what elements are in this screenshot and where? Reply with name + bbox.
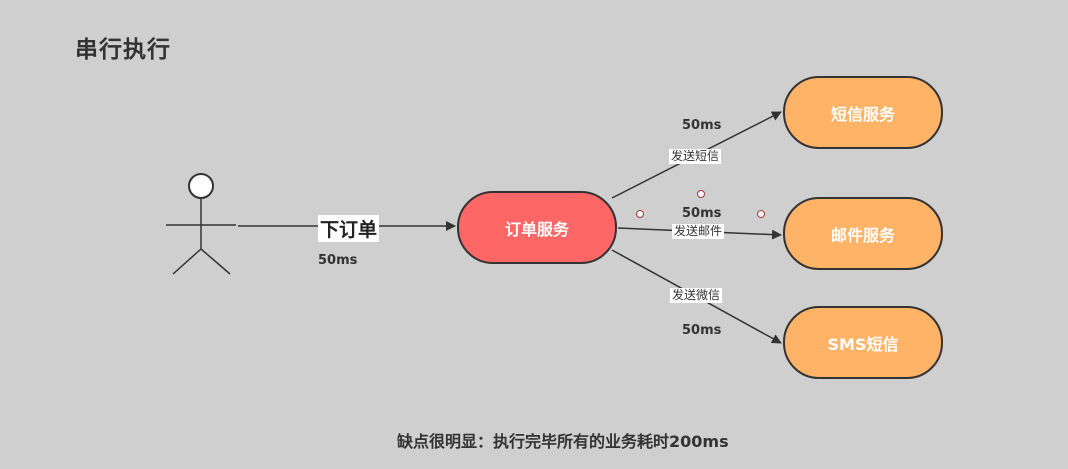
edge-label-send-mail: 发送邮件 — [672, 224, 725, 239]
footer-note: 缺点很明显：执行完毕所有的业务耗时200ms — [397, 432, 729, 451]
edge-label-send-sms: 发送短信 — [669, 149, 722, 164]
edge-label-place-order: 下订单 — [318, 215, 380, 242]
time-send-sms: 50ms — [682, 118, 722, 133]
sms-service-node: 短信服务 — [783, 76, 943, 149]
sms-text-service-node: SMS短信 — [783, 306, 943, 379]
handle-dot — [636, 210, 644, 218]
sms-text-service-label: SMS短信 — [827, 334, 899, 354]
handle-dot — [697, 190, 705, 198]
time-place-order: 50ms — [318, 253, 358, 268]
time-send-wechat: 50ms — [682, 323, 722, 338]
actor-figure — [166, 173, 236, 275]
page-title: 串行执行 — [75, 37, 171, 63]
time-send-mail: 50ms — [682, 206, 722, 221]
mail-service-node: 邮件服务 — [783, 197, 943, 270]
actor-left-leg — [172, 248, 202, 275]
sms-service-label: 短信服务 — [830, 104, 895, 124]
actor-right-leg — [200, 248, 231, 275]
actor-head — [188, 173, 214, 199]
handle-dot — [757, 210, 765, 218]
mail-service-label: 邮件服务 — [830, 225, 895, 245]
order-service-label: 订单服务 — [504, 219, 569, 239]
order-service-node: 订单服务 — [457, 191, 617, 264]
edge-label-send-wechat: 发送微信 — [670, 288, 723, 303]
